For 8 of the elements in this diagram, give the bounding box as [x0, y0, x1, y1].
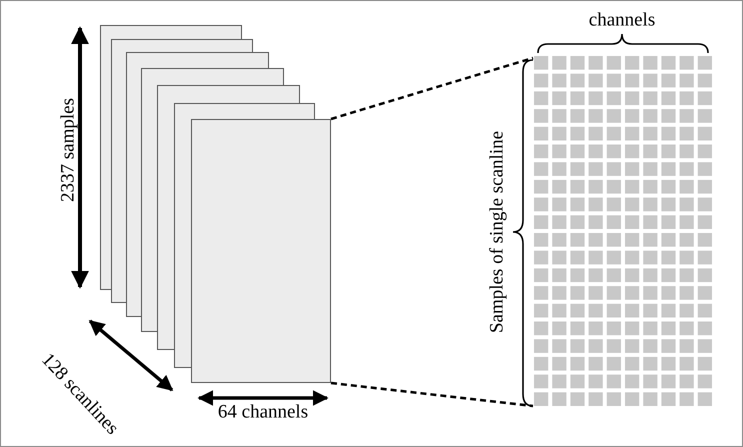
scanline-sheet	[191, 119, 331, 383]
sample-grid	[533, 55, 715, 409]
brace-label: channels	[588, 10, 656, 30]
dashed-line	[330, 382, 534, 408]
dimension-label: 2337 samples	[58, 98, 78, 202]
dashed-line	[330, 56, 534, 120]
dimension-label: 64 channels	[218, 402, 308, 422]
brace-label: Samples of single scanline	[488, 130, 506, 334]
